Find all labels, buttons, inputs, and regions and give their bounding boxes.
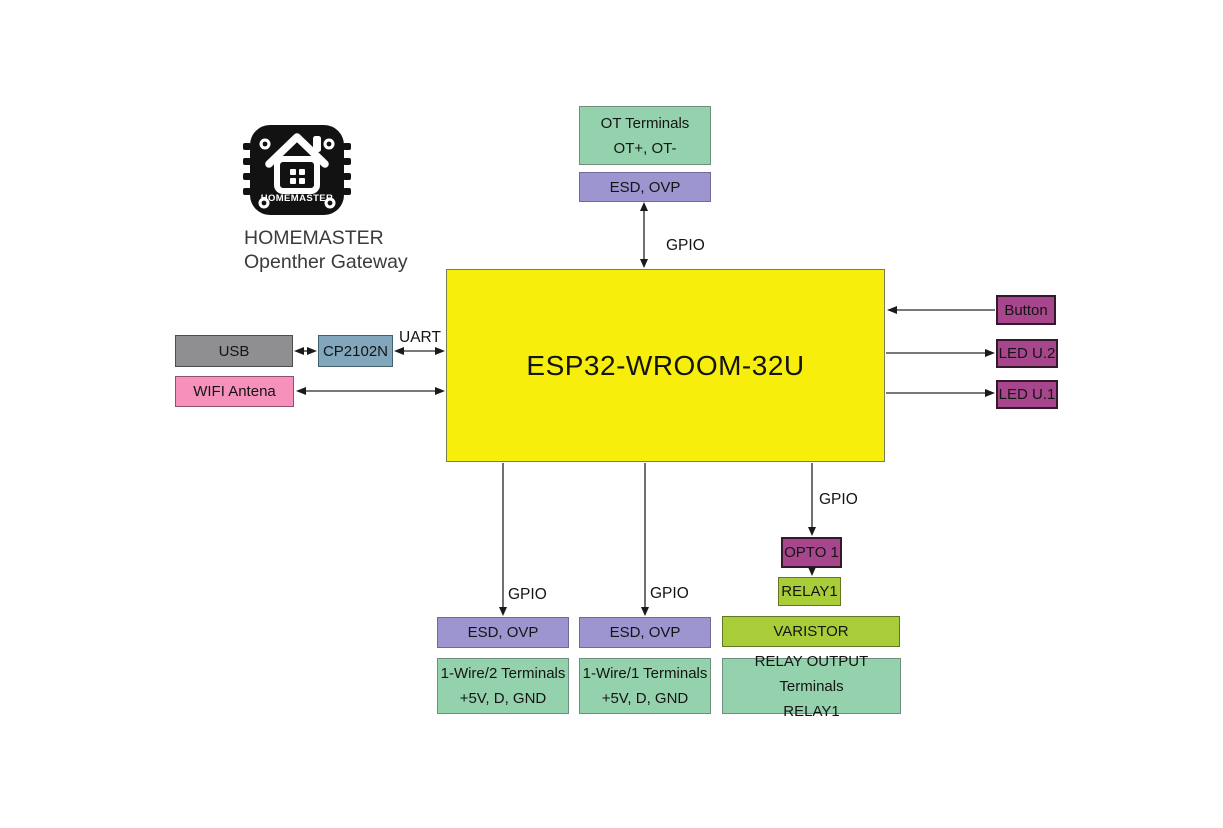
block-wire2-terminals: 1-Wire/2 Terminals +5V, D, GND <box>437 658 569 714</box>
esd-ovp-wire1-label: ESD, OVP <box>609 624 681 641</box>
house-icon <box>265 133 329 194</box>
wire2-line1: 1-Wire/2 Terminals <box>440 665 566 682</box>
block-button: Button <box>996 295 1056 325</box>
wire1-line1: 1-Wire/1 Terminals <box>582 665 708 682</box>
block-esd-ovp-wire1: ESD, OVP <box>579 617 711 648</box>
arrow-wifi-antenna-esp32 <box>296 387 445 395</box>
led-u2-label: LED U.2 <box>998 345 1056 362</box>
arrow-esp32-led-u1 <box>886 389 995 397</box>
bus-label-uart: UART <box>399 329 441 346</box>
bus-label-gpio-wire1: GPIO <box>650 585 689 602</box>
arrow-button-esp32 <box>887 306 995 314</box>
opto1-label: OPTO 1 <box>784 544 839 561</box>
arrow-opto1-relay1 <box>808 567 816 576</box>
arrow-esp32-esd-ovp-wire1 <box>641 463 649 616</box>
ot-terminals-line2: OT+, OT- <box>613 139 677 157</box>
wifi-antenna-label: WIFI Antena <box>193 383 276 400</box>
diagram-caption: HOMEMASTER Openther Gateway <box>244 227 408 274</box>
block-led-u1: LED U.1 <box>996 380 1058 409</box>
relay-output-line2: RELAY1 <box>783 702 840 720</box>
chip-brand-label: HOMEMASTER <box>261 193 334 204</box>
block-relay-output-terminals: RELAY OUTPUT Terminals RELAY1 <box>722 653 901 720</box>
arrow-esp32-led-u2 <box>886 349 995 357</box>
wire1-line2: +5V, D, GND <box>601 690 689 707</box>
caption-line2: Openther Gateway <box>244 250 408 273</box>
chip-corner-holes <box>258 138 336 209</box>
arrow-usb-cp2102n <box>294 347 317 355</box>
block-wifi-antenna: WIFI Antena <box>175 376 294 407</box>
homemaster-logo-icon: HOMEMASTER <box>243 125 351 215</box>
block-cp2102n: CP2102N <box>318 335 393 367</box>
led-u1-label: LED U.1 <box>998 386 1056 403</box>
block-esp32-wroom-32u: ESP32-WROOM-32U <box>446 269 885 462</box>
arrow-esp32-esd-ovp-wire2 <box>499 463 507 616</box>
block-led-u2: LED U.2 <box>996 339 1058 368</box>
arrow-cp2102n-esp32 <box>394 347 445 355</box>
block-relay1: RELAY1 <box>778 577 841 606</box>
block-usb: USB <box>175 335 293 367</box>
caption-line1: HOMEMASTER <box>244 227 384 249</box>
block-esd-ovp-ot: ESD, OVP <box>579 172 711 202</box>
block-ot-terminals: OT Terminals OT+, OT- <box>579 106 711 165</box>
block-opto1: OPTO 1 <box>781 537 842 568</box>
esd-ovp-ot-label: ESD, OVP <box>609 178 681 196</box>
arrow-esd-ovp-ot-esp32 <box>640 202 648 268</box>
button-label: Button <box>1004 301 1048 319</box>
block-esd-ovp-wire2: ESD, OVP <box>437 617 569 648</box>
arrow-esp32-opto1 <box>808 463 816 536</box>
cp2102n-label: CP2102N <box>322 342 389 360</box>
bus-label-gpio-ot: GPIO <box>666 237 705 254</box>
bus-label-gpio-relay: GPIO <box>819 491 858 508</box>
wire2-line2: +5V, D, GND <box>459 690 547 707</box>
block-varistor: VARISTOR <box>722 616 900 647</box>
varistor-label: VARISTOR <box>773 623 849 640</box>
usb-label: USB <box>218 342 250 360</box>
chip-pins <box>243 143 351 195</box>
ot-terminals-line1: OT Terminals <box>600 114 690 132</box>
block-wire1-terminals: 1-Wire/1 Terminals +5V, D, GND <box>579 658 711 714</box>
esd-ovp-wire2-label: ESD, OVP <box>467 624 539 641</box>
bus-label-gpio-wire2: GPIO <box>508 586 547 603</box>
relay-output-line1: RELAY OUTPUT Terminals <box>754 652 869 695</box>
esp32-label: ESP32-WROOM-32U <box>526 350 805 381</box>
relay1-label: RELAY1 <box>781 583 838 600</box>
